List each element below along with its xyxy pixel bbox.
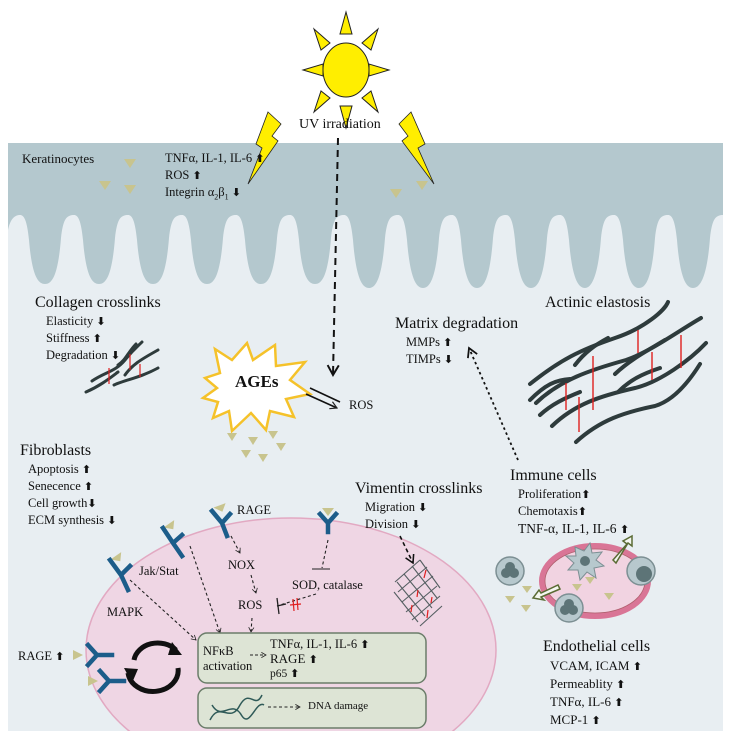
effect-item: MCP-1 ⬆ — [550, 712, 601, 727]
ages-ros-equilibrium — [309, 387, 341, 403]
cycle-arrowhead — [168, 642, 182, 655]
endothelial-effects: VCAM, ICAM ⬆ Permeablity ⬆ TNFα, IL-6 ⬆ … — [550, 657, 642, 729]
rage-receptor-icon — [316, 508, 340, 535]
collagen-effects: Elasticity ⬇ Stiffness ⬆ Degradation ⬇ — [46, 313, 120, 364]
elastosis-title: Actinic elastosis — [545, 294, 651, 311]
fibroblasts-title: Fibroblasts — [20, 442, 92, 459]
effect-item: TNFα, IL-1, IL-6 ⬆ — [165, 151, 265, 165]
ligand-group — [227, 431, 286, 462]
immune-effects: Proliferation⬆ Chemotaxis⬆ TNF-α, IL-1, … — [518, 486, 629, 538]
ages-label: AGEs — [235, 372, 279, 391]
effect-item: Integrin α2β1 ⬇ — [165, 185, 241, 202]
efflux-arrow-icon — [531, 534, 633, 602]
nfkb-label: NFκB activation — [203, 644, 252, 674]
collagen-fibers-icon — [84, 340, 160, 394]
effect-item: Permeablity ⬆ — [550, 676, 626, 691]
effect-item: Degradation ⬇ — [46, 348, 121, 362]
vimentin-crosslinks — [410, 569, 433, 619]
effect-item: RAGE ⬆ — [270, 651, 318, 667]
dna-box — [197, 687, 427, 729]
immune-cell-icon — [495, 556, 525, 586]
elastosis-fibers-icon — [528, 300, 708, 444]
immune-title: Immune cells — [510, 467, 597, 484]
effect-item: TIMPs ⬇ — [406, 352, 454, 366]
immune-to-matrix-arrow — [467, 346, 519, 461]
rage-receptor-icon — [208, 503, 234, 539]
lightning-icon — [398, 111, 435, 185]
rage-receptor-icon — [88, 667, 127, 695]
matrix-title: Matrix degradation — [395, 315, 519, 332]
nox-label: NOX — [228, 558, 256, 572]
effect-item: MMPs ⬆ — [406, 335, 453, 349]
ligand-group — [505, 577, 614, 612]
effect-item: Senecence ⬆ — [28, 479, 94, 493]
jak-stat-label: Jak/Stat — [139, 564, 179, 578]
effect-item: ECM synthesis ⬇ — [28, 513, 117, 527]
rage-receptor-icon — [73, 641, 115, 669]
lightning-icon — [247, 111, 282, 185]
epidermis — [8, 143, 723, 288]
effect-item: TNFα, IL-6 ⬆ — [550, 694, 624, 709]
nfkb-box — [197, 632, 427, 684]
cycle-arrowhead — [124, 668, 138, 683]
sod-catalase-label: SOD, catalase — [292, 578, 363, 592]
effect-item: TNF-α, IL-1, IL-6 ⬆ — [518, 521, 630, 536]
collagen-title: Collagen crosslinks — [35, 294, 161, 311]
effect-item: Chemotaxis⬆ — [518, 504, 587, 518]
fibroblast-cell — [85, 517, 497, 740]
signaling-arrows — [129, 535, 330, 641]
mapk-label: MAPK — [107, 605, 144, 619]
rage-up-label: RAGE ⬆ — [18, 649, 65, 663]
dna-damage-label: DNA damage — [308, 700, 369, 712]
uv-label: UV irradiation — [299, 117, 381, 132]
activated-cell-nucleus — [580, 556, 590, 566]
vimentin-arrow — [399, 535, 415, 565]
effect-item: Apoptosis ⬆ — [28, 462, 92, 476]
nfkb-line2: activation — [203, 659, 253, 673]
matrix-effects: MMPs ⬆ TIMPs ⬇ — [406, 334, 453, 368]
rage-receptor-icon — [159, 520, 186, 560]
effect-item: Stiffness ⬆ — [46, 331, 102, 345]
effect-item: ROS ⬆ — [165, 168, 202, 182]
ages-ros-label: ROS — [349, 398, 374, 412]
inhibition-mark — [289, 597, 302, 612]
immune-cell-icon — [554, 593, 584, 623]
effect-item: Division ⬇ — [365, 517, 421, 531]
ages-burst-icon — [200, 340, 314, 434]
ligand-group — [99, 159, 428, 198]
endothelial-title: Endothelial cells — [543, 638, 651, 655]
ros-label: ROS — [238, 598, 263, 612]
effect-item: VCAM, ICAM ⬆ — [550, 658, 642, 673]
elastosis-crosslinks — [565, 330, 682, 432]
rage-label: RAGE — [237, 503, 272, 517]
keratinocytes-effects: TNFα, IL-1, IL-6 ⬆ ROS ⬆ Integrin α2β1 ⬇ — [165, 150, 264, 206]
effect-item: TNFα, IL-1, IL-6 ⬆ — [270, 637, 370, 651]
dna-helix-icon — [209, 694, 265, 721]
fibroblasts-effects: Apoptosis ⬆ Senecence ⬆ Cell growth⬇ ECM… — [28, 461, 116, 529]
effect-item: Migration ⬇ — [365, 500, 428, 514]
ages-ros-equilibrium — [305, 393, 339, 410]
effect-item: Proliferation⬆ — [518, 487, 591, 501]
collagen-crosslinks — [108, 354, 141, 384]
vimentin-effects: Migration ⬇ Division ⬇ — [365, 499, 427, 533]
keratinocytes-label: Keratinocytes — [22, 151, 95, 166]
nfkb-outputs: TNFα, IL-1, IL-6 ⬆ RAGE ⬆ p65 ⬆ — [270, 637, 369, 681]
effect-item: p65 ⬆ — [270, 667, 300, 680]
vimentin-title: Vimentin crosslinks — [355, 480, 483, 497]
inhibition-bar — [276, 597, 287, 615]
rage-receptor-icon — [106, 552, 134, 593]
sun-icon — [301, 10, 391, 130]
effect-item: Cell growth⬇ — [28, 496, 97, 510]
nfkb-line1: NFκB — [203, 644, 234, 658]
effect-item: Elasticity ⬇ — [46, 314, 106, 328]
uv-arrow — [326, 137, 340, 377]
immune-cell-icon — [626, 556, 656, 586]
